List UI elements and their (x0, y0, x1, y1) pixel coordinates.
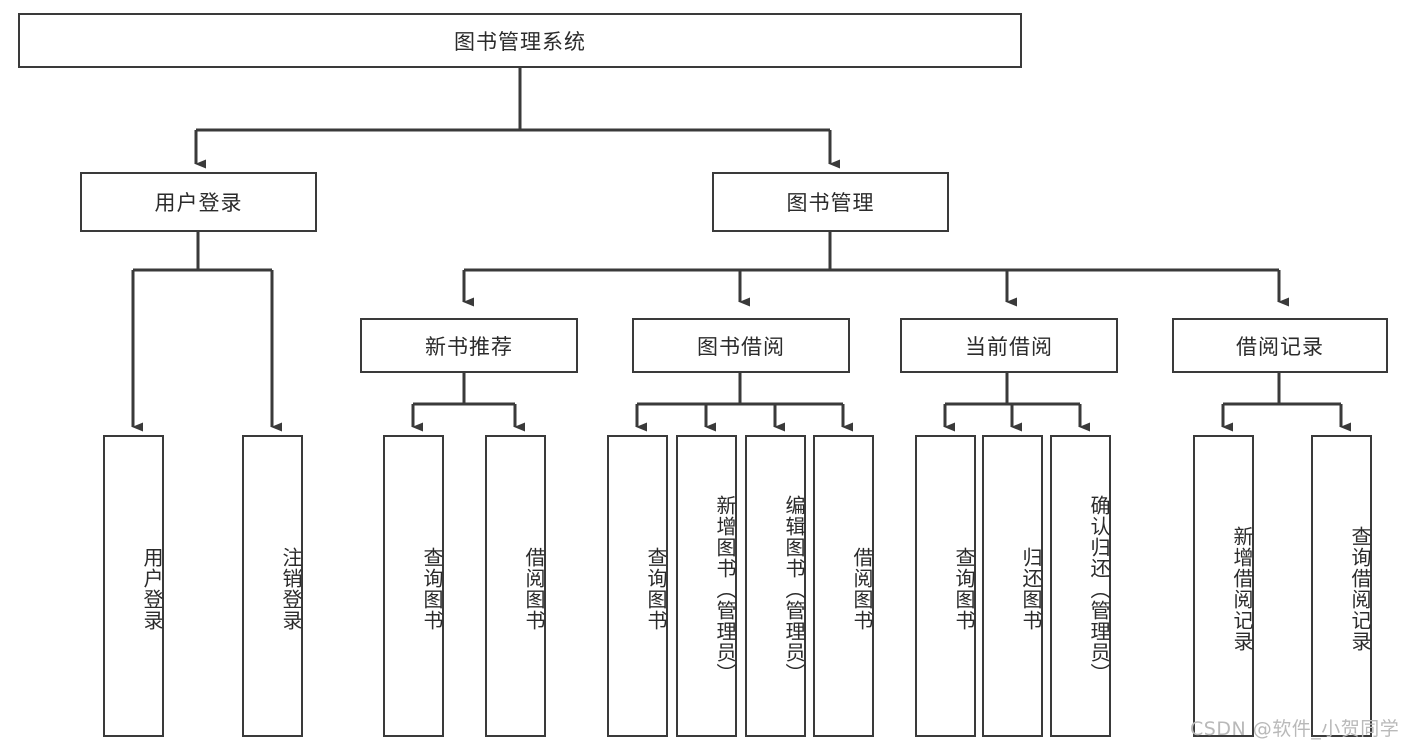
node-user-login[interactable]: 用户登录 (80, 172, 317, 232)
node-current-borrow-label: 当前借阅 (965, 334, 1053, 359)
node-leaf-confirm-return[interactable]: 确认归还（管理员） (1050, 435, 1111, 737)
node-leaf-borrow-book-1-label: 借阅图书 (522, 547, 546, 631)
node-book-borrow-label: 图书借阅 (697, 334, 785, 359)
node-leaf-user-login[interactable]: 用户登录 (103, 435, 164, 737)
node-leaf-add-record-label: 新增借阅记录 (1230, 526, 1254, 652)
node-leaf-edit-book-label: 编辑图书（管理员） (782, 494, 806, 684)
node-book-manage[interactable]: 图书管理 (712, 172, 949, 232)
node-leaf-query-record[interactable]: 查询借阅记录 (1311, 435, 1372, 737)
node-leaf-query-record-label: 查询借阅记录 (1348, 526, 1372, 652)
csdn-watermark: CSDN @软件_小贺同学 (1190, 718, 1400, 740)
node-new-book-rec-label: 新书推荐 (425, 334, 513, 359)
node-leaf-return-book[interactable]: 归还图书 (982, 435, 1043, 737)
node-leaf-query-book-3-label: 查询图书 (952, 547, 976, 631)
node-book-manage-label: 图书管理 (786, 191, 875, 215)
node-book-borrow[interactable]: 图书借阅 (632, 318, 850, 373)
node-root[interactable]: 图书管理系统 (18, 13, 1022, 68)
node-leaf-query-book-2[interactable]: 查询图书 (607, 435, 668, 737)
node-leaf-borrow-book-2-label: 借阅图书 (850, 547, 874, 631)
node-leaf-user-logout-label: 注销登录 (279, 547, 303, 631)
node-leaf-borrow-book-1[interactable]: 借阅图书 (485, 435, 546, 737)
node-leaf-query-book-3[interactable]: 查询图书 (915, 435, 976, 737)
node-root-label: 图书管理系统 (454, 29, 586, 54)
node-leaf-return-book-label: 归还图书 (1019, 547, 1043, 631)
node-borrow-record[interactable]: 借阅记录 (1172, 318, 1388, 373)
node-new-book-rec[interactable]: 新书推荐 (360, 318, 578, 373)
node-leaf-add-record[interactable]: 新增借阅记录 (1193, 435, 1254, 737)
node-leaf-add-book[interactable]: 新增图书（管理员） (676, 435, 737, 737)
node-leaf-user-logout[interactable]: 注销登录 (242, 435, 303, 737)
node-leaf-borrow-book-2[interactable]: 借阅图书 (813, 435, 874, 737)
node-leaf-query-book-1-label: 查询图书 (420, 547, 444, 631)
node-user-login-label: 用户登录 (154, 191, 243, 215)
node-leaf-add-book-label: 新增图书（管理员） (713, 494, 737, 684)
node-borrow-record-label: 借阅记录 (1236, 334, 1324, 359)
node-leaf-confirm-return-label: 确认归还（管理员） (1087, 494, 1111, 684)
node-leaf-query-book-1[interactable]: 查询图书 (383, 435, 444, 737)
node-leaf-edit-book[interactable]: 编辑图书（管理员） (745, 435, 806, 737)
node-leaf-query-book-2-label: 查询图书 (644, 547, 668, 631)
node-current-borrow[interactable]: 当前借阅 (900, 318, 1118, 373)
node-leaf-user-login-label: 用户登录 (140, 547, 164, 631)
